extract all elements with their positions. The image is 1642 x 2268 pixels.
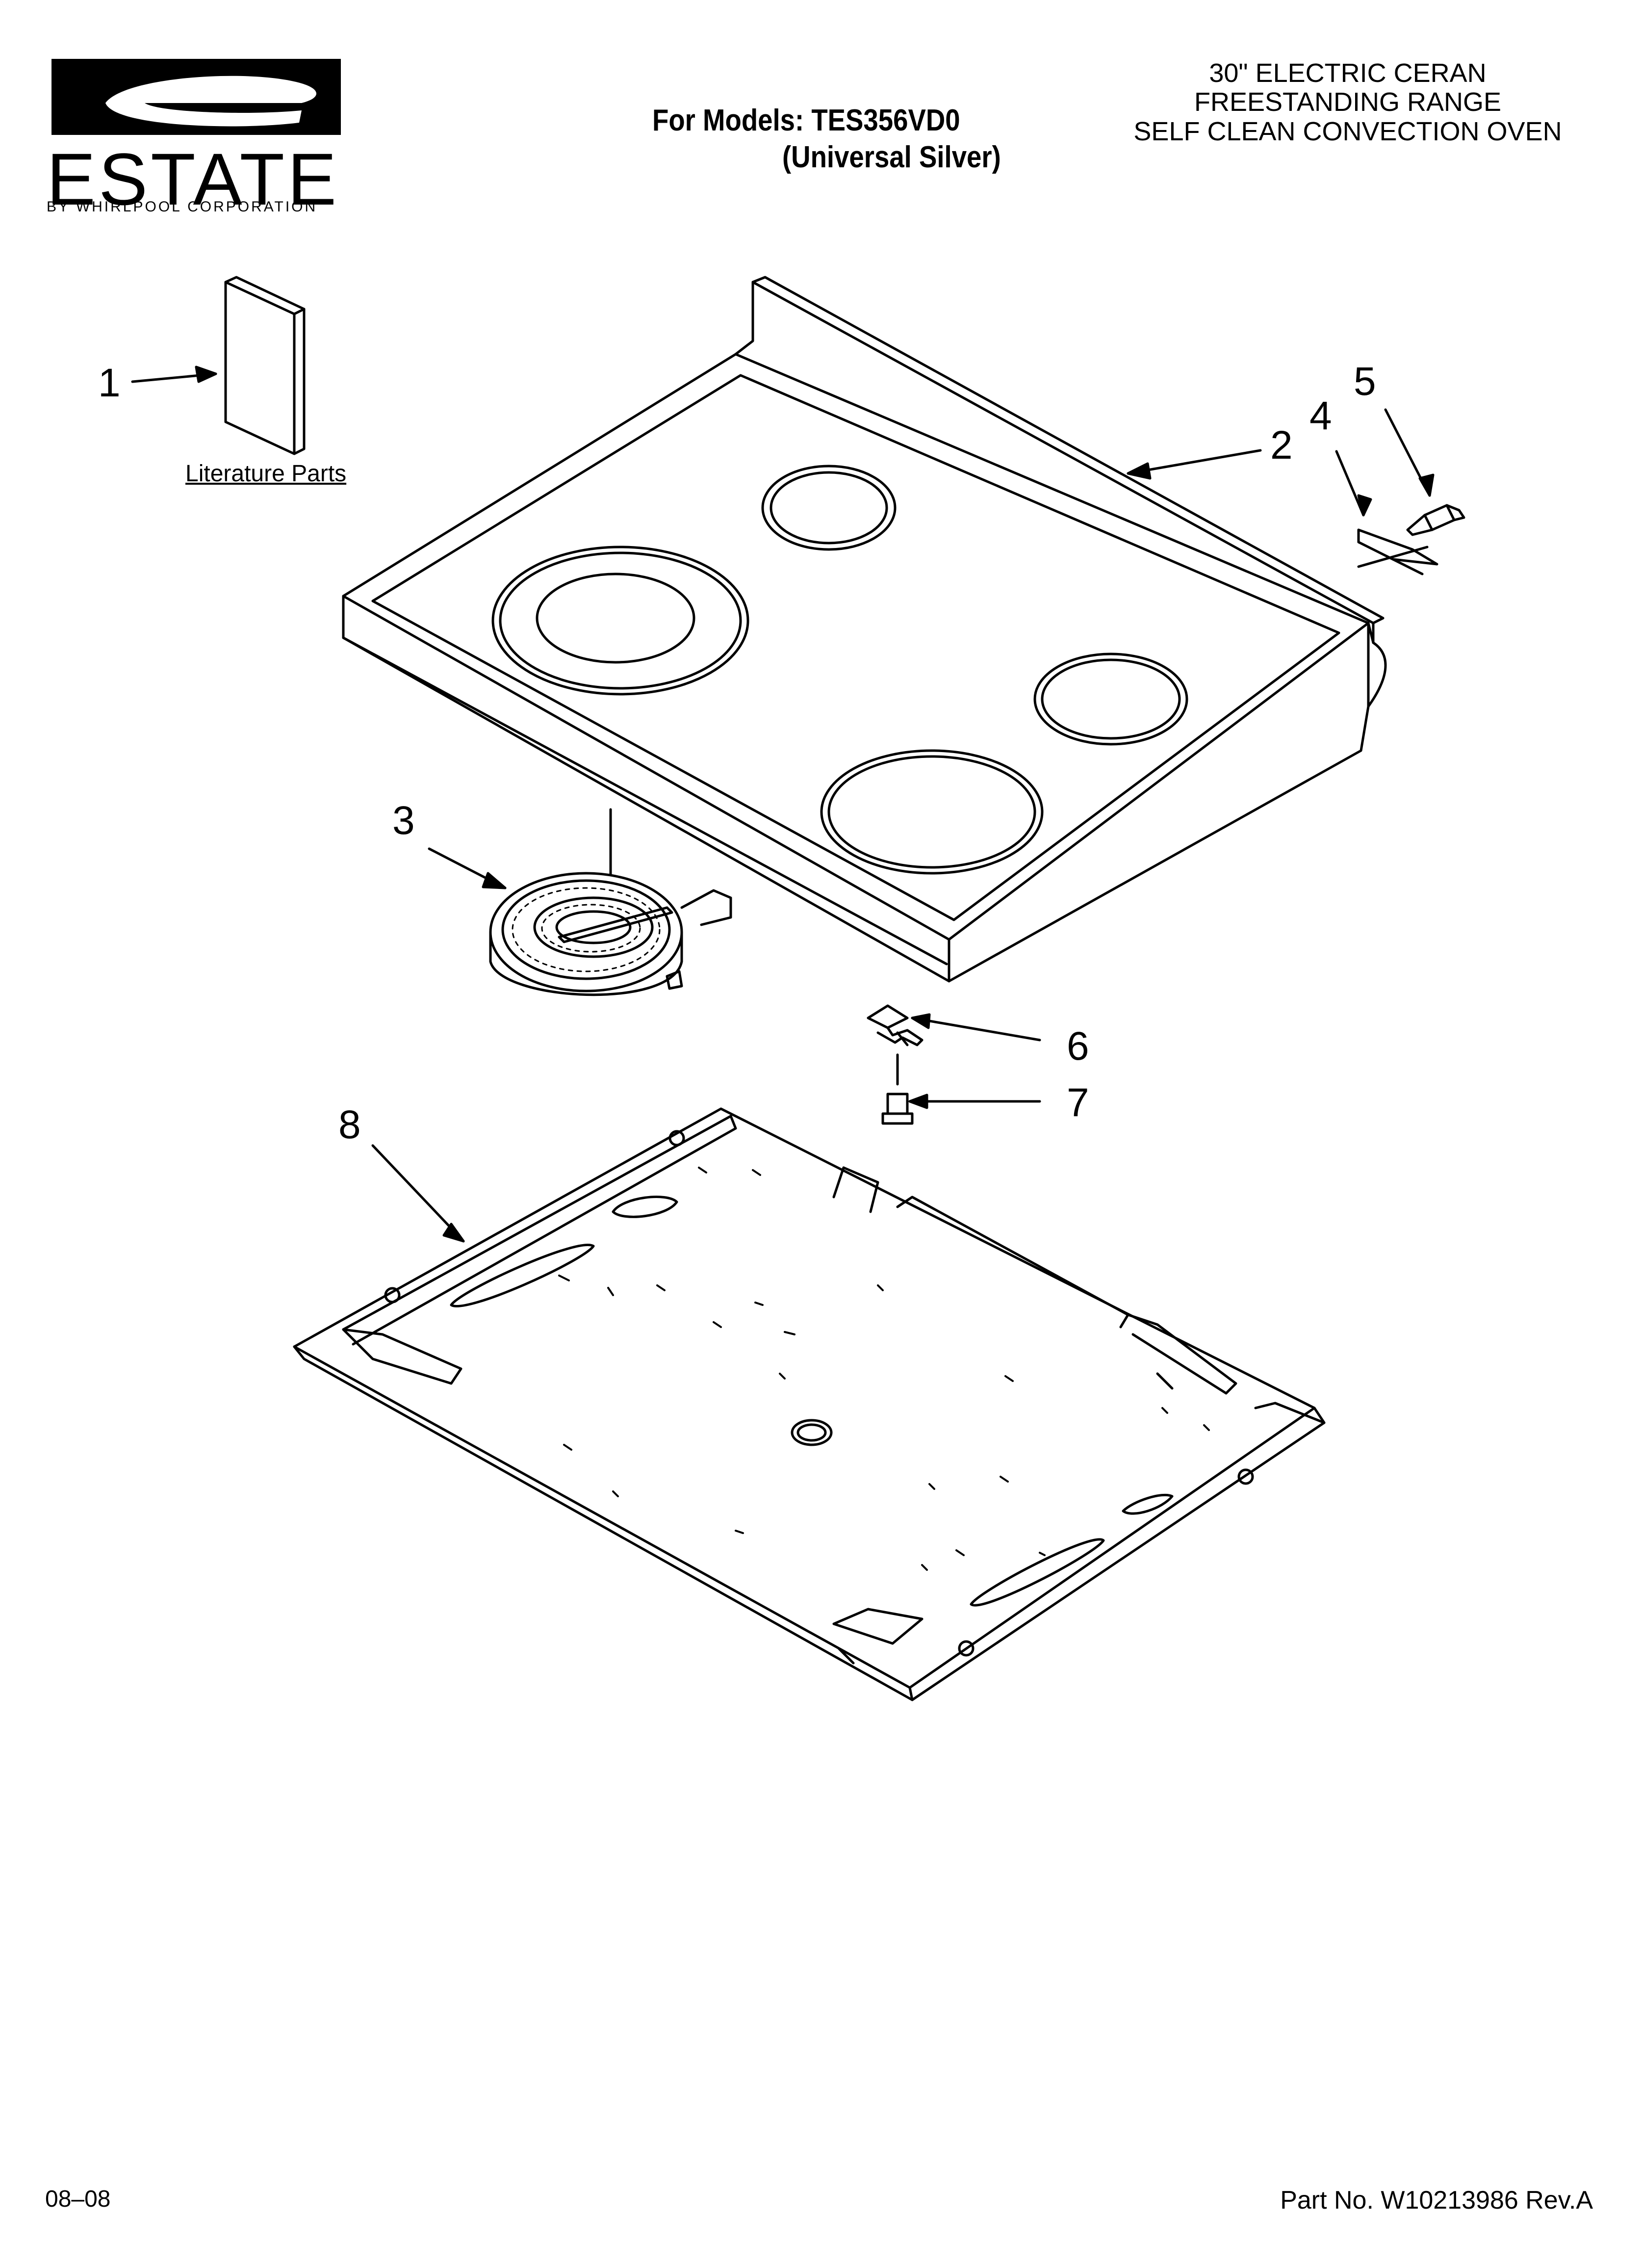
callout-6: 6: [1067, 1024, 1089, 1069]
screw: [1406, 504, 1465, 536]
literature-booklet: [224, 276, 306, 455]
estate-logo: [51, 59, 341, 135]
radiant-element: [489, 872, 732, 996]
literature-parts-label: Literature Parts: [185, 461, 347, 487]
description-line: 30" ELECTRIC CERAN: [1209, 58, 1487, 88]
cooktop-bracket: [1357, 528, 1438, 575]
cooktop-clip: [867, 1004, 924, 1046]
callout-4: 4: [1309, 393, 1332, 438]
product-description: 30" ELECTRIC CERAN FREESTANDING RANGE SE…: [1103, 58, 1593, 146]
ceran-cooktop: [342, 276, 1387, 983]
clip-screw: [881, 1053, 914, 1125]
part-number: Part No. W10213986 Rev.A: [1280, 2186, 1593, 2215]
brand-name: ESTATE: [47, 138, 340, 220]
callout-8: 8: [338, 1102, 361, 1147]
model-color: (Universal Silver): [782, 140, 1001, 174]
callout-7: 7: [1067, 1080, 1089, 1125]
date-code: 08–08: [45, 2186, 111, 2212]
logo-swoosh-icon: [105, 76, 316, 127]
callout-2: 2: [1270, 423, 1293, 468]
model-number: For Models: TES356VD0: [652, 104, 960, 137]
description-line: SELF CLEAN CONVECTION OVEN: [1133, 116, 1562, 146]
callout-1: 1: [98, 361, 121, 405]
brand-tagline: BY WHIRLPOOL CORPORATION: [47, 199, 318, 215]
callout-3: 3: [392, 798, 415, 843]
callout-5: 5: [1354, 359, 1376, 404]
main-top-support: [293, 1107, 1326, 1701]
description-line: FREESTANDING RANGE: [1194, 87, 1502, 117]
